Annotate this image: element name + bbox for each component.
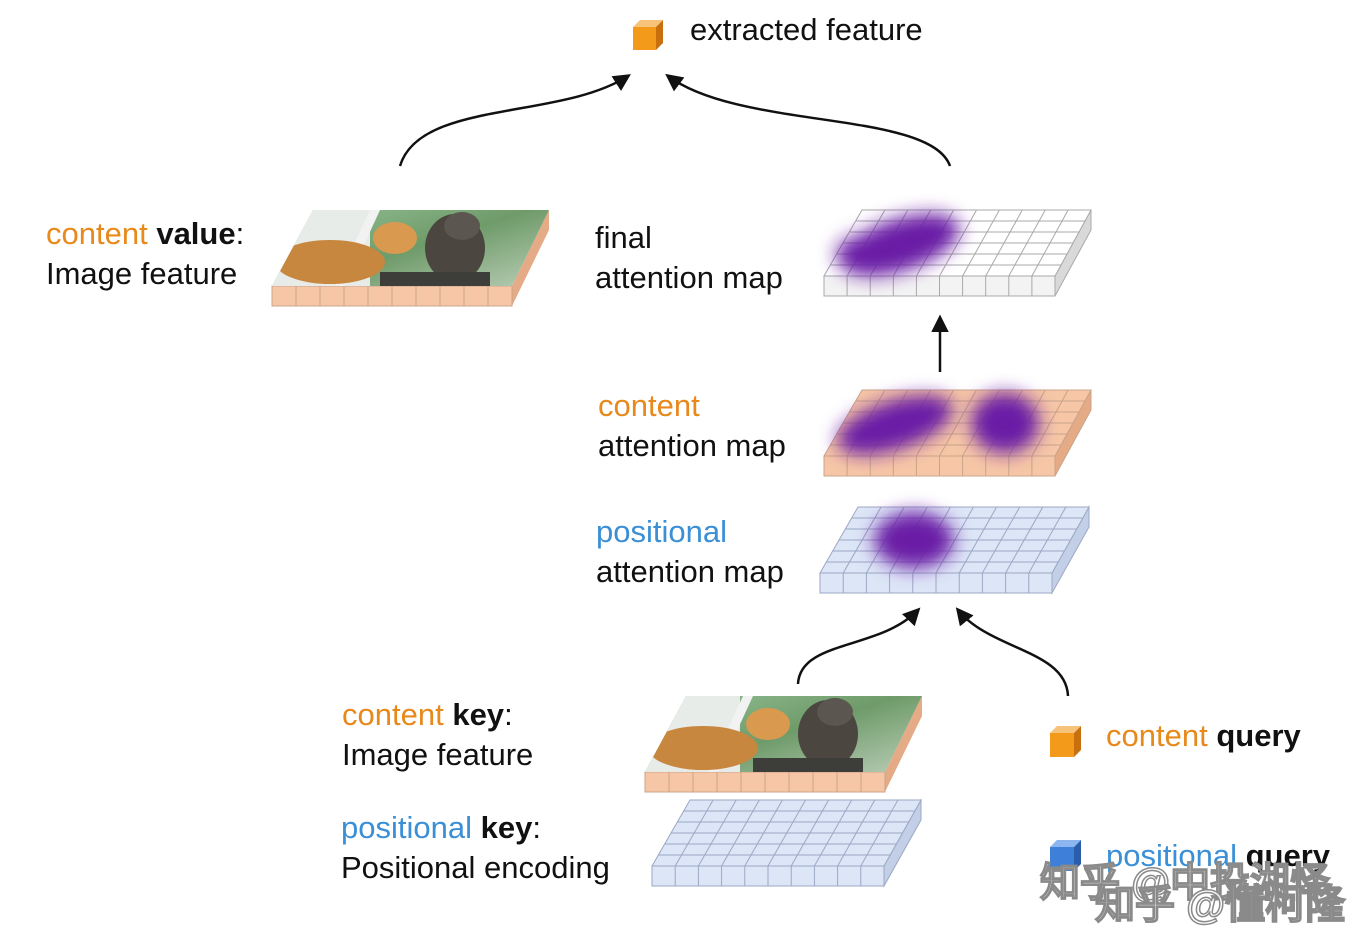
content-attention-blob (837, 393, 1039, 455)
image-feature-text: Image feature (342, 737, 534, 772)
positional-query-label: positional query (1106, 836, 1330, 876)
content-word: content (598, 388, 700, 423)
content-value-slab (271, 210, 549, 307)
positional-word: positional (1106, 838, 1237, 873)
colon: : (532, 810, 541, 845)
positional-attention-blob (874, 512, 954, 568)
positional-encoding-grid (651, 798, 922, 888)
arrow-key-to-positional (796, 607, 921, 685)
value-word: value (156, 216, 236, 251)
positional-query-cube-icon (1050, 840, 1081, 871)
image-feature-text: Image feature (46, 256, 238, 291)
cat-image (645, 696, 922, 772)
final-word: final (595, 220, 652, 255)
colon: : (235, 216, 245, 251)
content-key-label: content key: Image feature (342, 695, 533, 775)
positional-attention-map-grid (819, 505, 1090, 595)
watermark-1: 知乎 @中投湘怿 (1039, 860, 1331, 906)
content-word: content (1106, 718, 1208, 753)
positional-word: positional (341, 810, 472, 845)
content-key-slab (644, 696, 922, 793)
content-attention-map-label: content attention map (598, 386, 786, 466)
query-word: query (1245, 838, 1331, 873)
positional-key-label: positional key: Positional encoding (341, 808, 610, 888)
content-query-cube-icon (1050, 726, 1081, 757)
attention-map-text: attention map (596, 554, 784, 589)
extracted-feature-cube-icon (633, 20, 663, 50)
arrow-value-to-feature (398, 74, 631, 167)
attention-map-text: attention map (595, 260, 783, 295)
arrow-query-to-positional (955, 607, 1070, 697)
colon: : (504, 697, 513, 732)
content-query-label: content query (1106, 716, 1301, 756)
key-word: key (452, 697, 505, 732)
final-attention-blob (836, 213, 960, 277)
positional-encoding-text: Positional encoding (341, 850, 610, 885)
content-word: content (342, 697, 444, 732)
content-word: content (46, 216, 148, 251)
extracted-feature-label: extracted feature (690, 10, 923, 50)
positional-attention-map-label: positional attention map (596, 512, 784, 592)
final-attention-map-label: final attention map (595, 218, 783, 298)
content-value-label: content value: Image feature (46, 214, 244, 294)
positional-word: positional (596, 514, 727, 549)
extracted-feature-text: extracted feature (690, 12, 923, 47)
arrow-final-to-feature (665, 73, 952, 167)
attention-map-text: attention map (598, 428, 786, 463)
watermark-2: 知乎 @懂柯隆 (1094, 882, 1346, 928)
key-word: key (480, 810, 533, 845)
query-word: query (1216, 718, 1301, 753)
